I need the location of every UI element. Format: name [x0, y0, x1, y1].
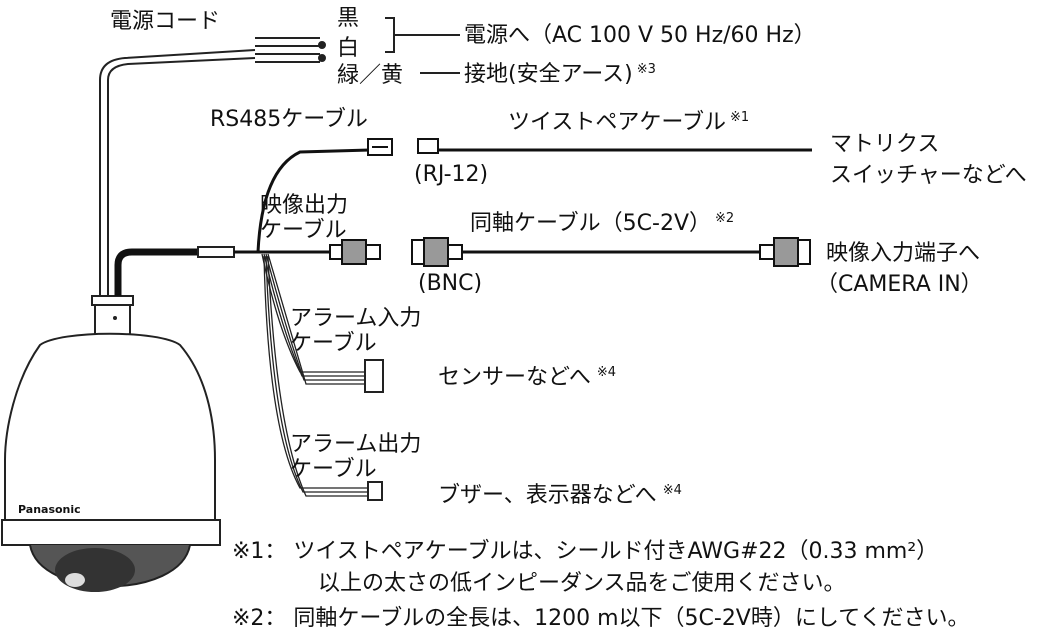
- bnc-label: (BNC): [418, 271, 483, 296]
- note-1-line1: ※1： ツイストペアケーブルは、シールド付きAWG#22（0.33 mm²）: [232, 539, 939, 564]
- green-yellow-wire-label: 緑／黄: [337, 63, 404, 88]
- video-out-label-line1: 映像出力: [260, 193, 349, 218]
- black-wire-label: 黒: [337, 6, 360, 31]
- note-2-line1: ※2： 同軸ケーブルの全長は、1200 m以下（5C-2V時）にしてください。: [232, 606, 970, 631]
- power-cord-label: 電源コード: [110, 9, 221, 34]
- coax-label: 同軸ケーブル（5C-2V）※2: [470, 212, 734, 235]
- alarm-out-label-line1: アラーム出力: [290, 432, 422, 457]
- buzzer-text: ブザー、表示器などへ: [438, 483, 657, 508]
- matrix-label-line1: マトリクス: [830, 132, 940, 157]
- video-out-label-line2: ケーブル: [260, 218, 347, 243]
- camera-illustration: [1, 295, 221, 592]
- video-in-label-line1: 映像入力端子へ: [826, 241, 981, 266]
- alarm-in-label-line1: アラーム入力: [290, 306, 422, 331]
- video-branch: [262, 237, 811, 267]
- twisted-pair-label: ツイストペアケーブル※1: [508, 111, 749, 134]
- video-in-label-line2: （CAMERA IN）: [816, 272, 983, 297]
- alarm-output-branch: [263, 255, 383, 501]
- alarm-out-label-line2: ケーブル: [290, 457, 377, 482]
- ground-text: 接地(安全アース): [464, 62, 633, 87]
- main-cable: [114, 246, 262, 296]
- alarm-in-label-line2: ケーブル: [290, 331, 377, 356]
- buzzer-label: ブザー、表示器などへ ※4: [438, 484, 682, 507]
- note-1-line2: 以上の太さの低インピーダンス品をご使用ください。: [318, 571, 846, 596]
- to-power-label: 電源へ（AC 100 V 50 Hz/60 Hz）: [464, 23, 816, 48]
- brand-logo: Panasonic: [18, 503, 81, 516]
- rs485-cable-label: RS485ケーブル: [210, 107, 368, 132]
- sensor-label: センサーなどへ ※4: [438, 366, 616, 389]
- ground-ref: ※3: [636, 62, 656, 77]
- power-cord: [99, 17, 460, 296]
- twisted-pair-text: ツイストペアケーブル: [508, 110, 727, 135]
- rs485-branch: [256, 138, 812, 253]
- matrix-label-line2: スイッチャーなどへ: [830, 163, 1027, 188]
- coax-ref: ※2: [715, 211, 735, 226]
- white-wire-label: 白: [337, 36, 360, 61]
- ground-label: 接地(安全アース)※3: [464, 63, 656, 86]
- twisted-pair-ref: ※1: [730, 110, 750, 125]
- sensor-ref: ※4: [596, 365, 617, 380]
- rj12-label: (RJ-12): [414, 162, 489, 187]
- sensor-text: センサーなどへ: [438, 365, 591, 390]
- coax-text: 同軸ケーブル（5C-2V）: [470, 211, 712, 236]
- buzzer-ref: ※4: [662, 483, 682, 498]
